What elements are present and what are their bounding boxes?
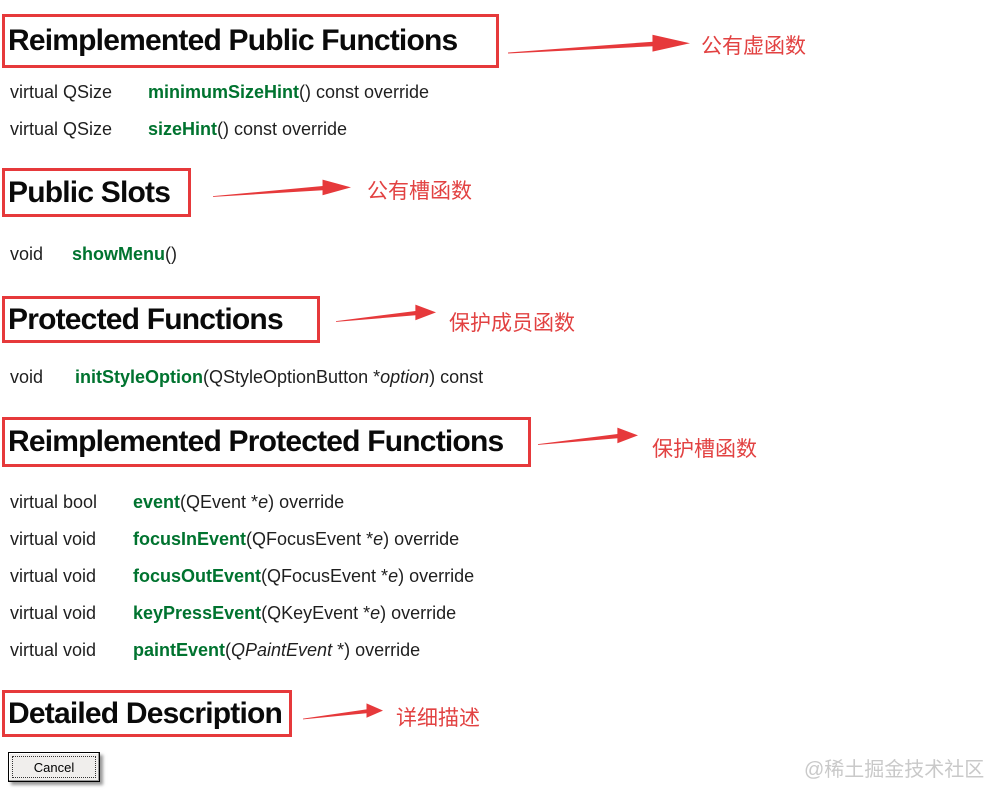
function-signature: initStyleOption(QStyleOptionButton *opti…: [75, 367, 484, 387]
annotation-arrow-icon: [213, 179, 351, 197]
function-signature: paintEvent(QPaintEvent *) override: [133, 640, 421, 660]
annotation-label: 保护成员函数: [449, 312, 575, 335]
cancel-button[interactable]: Cancel: [8, 752, 100, 782]
function-name-link[interactable]: event: [133, 492, 181, 512]
cancel-button-focus-rect: Cancel: [12, 756, 96, 778]
function-row: virtual QSize sizeHint() const override: [10, 118, 347, 140]
function-row: virtual void keyPressEvent(QKeyEvent *e) …: [10, 602, 456, 624]
section-title: Protected Functions: [8, 302, 284, 336]
section-heading-box-reimplemented-public-functions: Reimplemented Public Functions: [2, 14, 499, 68]
annotation-arrow-icon: [538, 427, 638, 445]
annotation-arrow-icon: [336, 304, 436, 322]
annotation-label: 公有虚函数: [701, 35, 806, 58]
section-title: Public Slots: [8, 175, 171, 209]
function-name-link[interactable]: showMenu: [72, 244, 165, 264]
function-name-link[interactable]: focusOutEvent: [133, 566, 262, 586]
annotation-arrow-icon: [303, 703, 383, 720]
section-heading-box-reimplemented-protected-functions: Reimplemented Protected Functions: [2, 417, 531, 467]
section-heading-box-protected-functions: Protected Functions: [2, 296, 320, 343]
function-row: virtual void paintEvent(QPaintEvent *) ov…: [10, 639, 420, 661]
function-name-link[interactable]: sizeHint: [148, 119, 218, 139]
section-title: Reimplemented Public Functions: [8, 24, 458, 57]
function-row: virtual void focusInEvent(QFocusEvent *e)…: [10, 528, 459, 550]
function-name-link[interactable]: focusInEvent: [133, 529, 247, 549]
section-heading-box-public-slots: Public Slots: [2, 168, 191, 217]
section-heading-box-detailed-description: Detailed Description: [2, 690, 292, 737]
section-title: Detailed Description: [8, 696, 283, 730]
annotation-label: 详细描述: [396, 707, 480, 730]
section-title: Reimplemented Protected Functions: [8, 425, 504, 458]
function-row: virtual QSize minimumSizeHint() const ove…: [10, 81, 429, 103]
annotation-label: 公有槽函数: [367, 180, 472, 203]
function-row: virtual void focusOutEvent(QFocusEvent *e…: [10, 565, 474, 587]
function-name-link[interactable]: paintEvent: [133, 640, 226, 660]
function-signature: minimumSizeHint() const override: [148, 82, 430, 102]
function-signature: sizeHint() const override: [148, 119, 348, 139]
return-type: virtual void: [10, 640, 97, 660]
function-signature: event(QEvent *e) override: [133, 492, 345, 512]
annotation-arrow-icon: [508, 34, 690, 54]
function-row: void initStyleOption(QStyleOptionButton *…: [10, 366, 483, 388]
return-type: virtual bool: [10, 492, 98, 512]
return-type: virtual QSize: [10, 82, 113, 102]
function-name-link[interactable]: keyPressEvent: [133, 603, 262, 623]
watermark-text: @稀土掘金技术社区: [804, 759, 985, 781]
function-signature: showMenu(): [72, 244, 177, 264]
function-name-link[interactable]: initStyleOption: [75, 367, 203, 387]
function-signature: keyPressEvent(QKeyEvent *e) override: [133, 603, 457, 623]
return-type: virtual QSize: [10, 119, 113, 139]
return-type: virtual void: [10, 566, 97, 586]
return-type: virtual void: [10, 529, 97, 549]
function-signature: focusInEvent(QFocusEvent *e) override: [133, 529, 460, 549]
annotation-label: 保护槽函数: [652, 438, 757, 461]
return-type: void: [10, 367, 44, 387]
return-type: virtual void: [10, 603, 97, 623]
return-type: void: [10, 244, 44, 264]
function-signature: focusOutEvent(QFocusEvent *e) override: [133, 566, 475, 586]
function-row: void showMenu(): [10, 243, 177, 265]
function-name-link[interactable]: minimumSizeHint: [148, 82, 300, 102]
function-row: virtual bool event(QEvent *e) override: [10, 491, 344, 513]
cancel-button-label: Cancel: [33, 759, 75, 775]
